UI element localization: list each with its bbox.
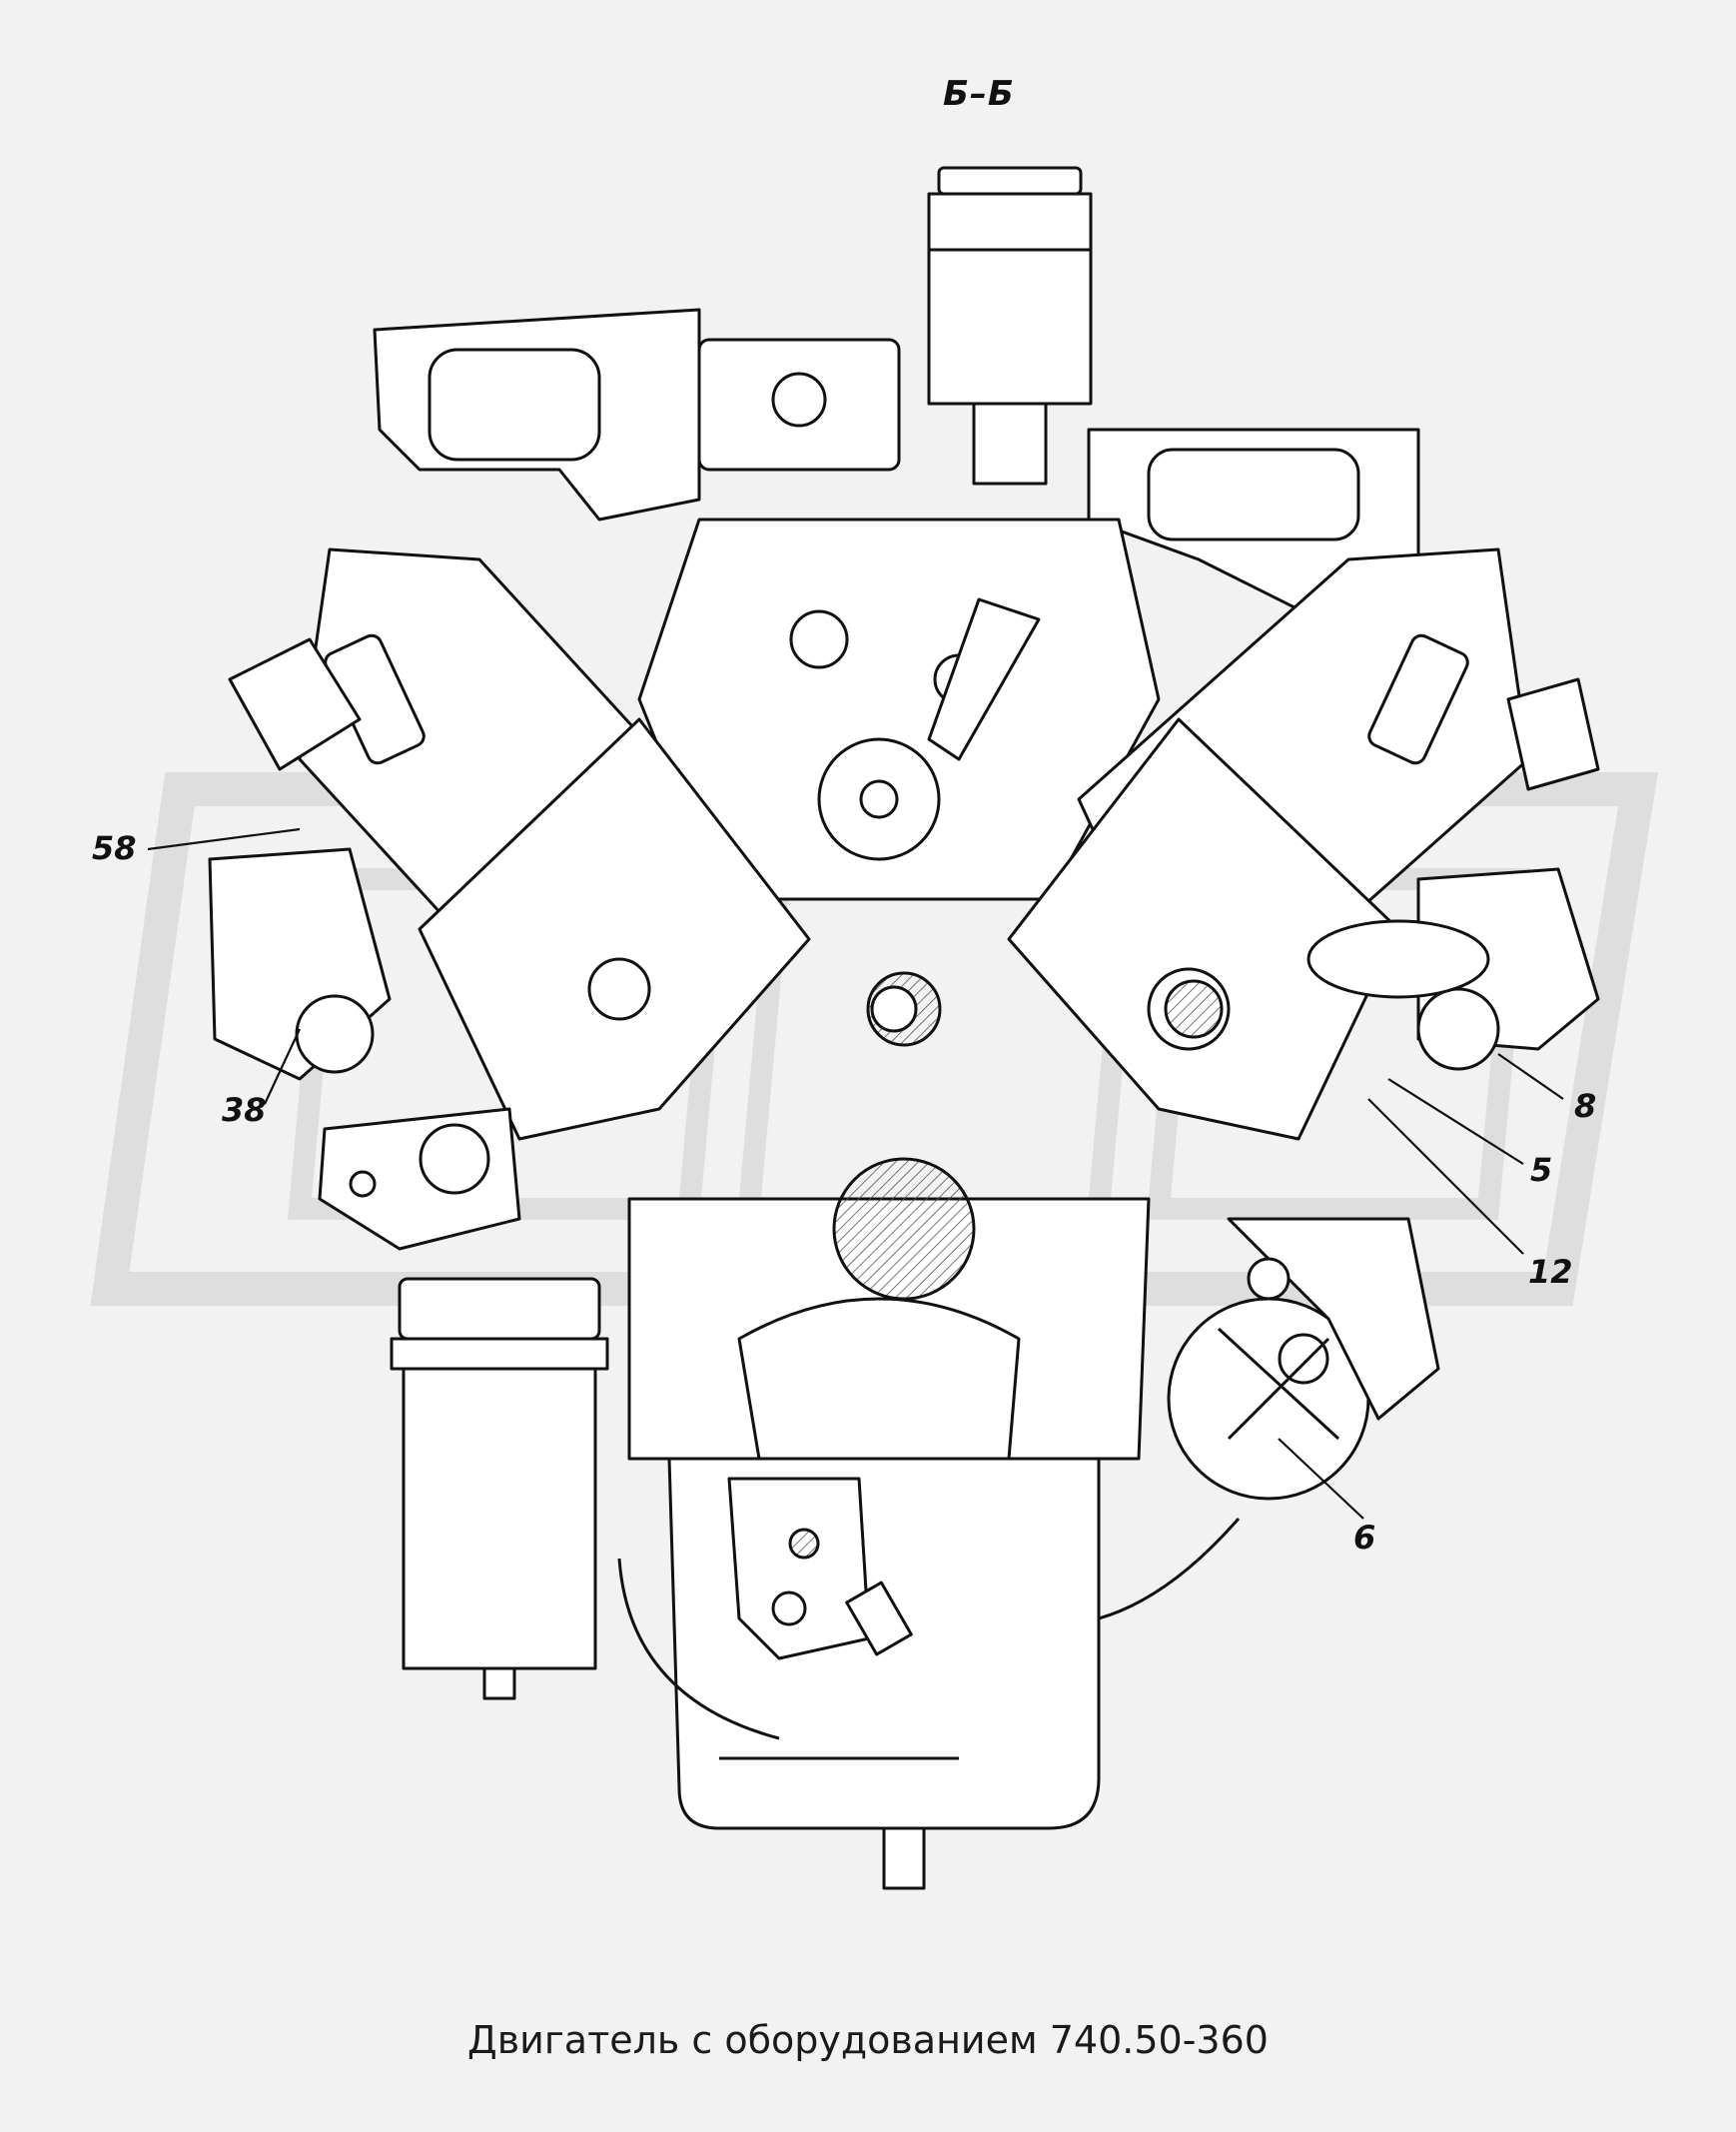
expansion-tank	[927, 166, 1093, 486]
left-cylinder-bank	[228, 547, 811, 1141]
figure-caption: Двигатель с оборудованием 740.50-360	[467, 2018, 1269, 2062]
right-cylinder-bank	[1007, 547, 1600, 1141]
callout-38: 38	[222, 1091, 267, 1129]
callout-5: 5	[1530, 1151, 1553, 1189]
callout-58: 58	[92, 829, 137, 867]
left-exhaust-manifold	[208, 847, 392, 1081]
section-label: Б–Б	[943, 74, 1015, 114]
callout-12: 12	[1528, 1253, 1573, 1291]
fuel-injection-pump	[637, 518, 1161, 901]
front-cover-left	[318, 1107, 521, 1251]
right-exhaust-manifold	[1306, 867, 1600, 1071]
oil-pump	[727, 1477, 913, 1660]
vacuum-pump	[1167, 1217, 1440, 1501]
callout-6: 6	[1353, 1519, 1376, 1557]
intake-manifold	[373, 308, 1420, 621]
leader-lines	[147, 827, 1564, 1520]
callout-8: 8	[1574, 1087, 1597, 1125]
flywheel-housing	[617, 1518, 1241, 1740]
engine-block	[627, 971, 1224, 1461]
oil-filter	[390, 1277, 609, 1700]
